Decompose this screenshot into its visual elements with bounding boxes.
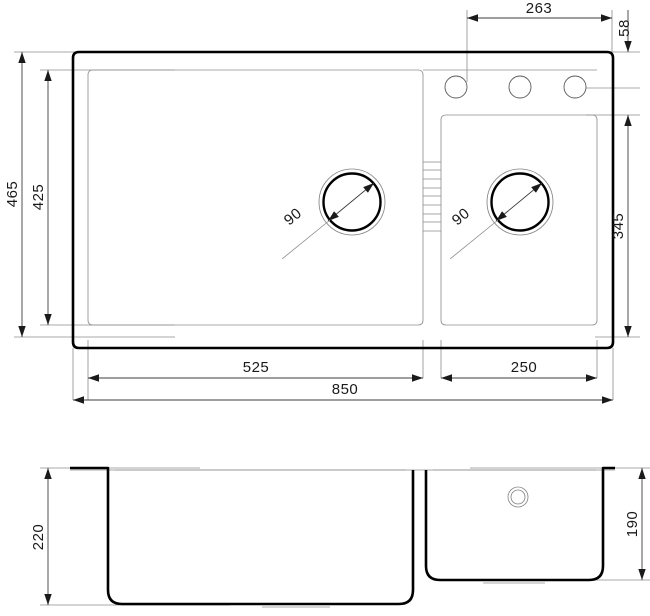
left-drain-dia-arrow (327, 182, 375, 222)
plan-extension-lines (14, 10, 640, 400)
dim-220-label: 220 (30, 524, 47, 551)
overflow-inner-ring (510, 489, 526, 505)
dim-465-label: 465 (4, 181, 21, 208)
left-drain-dia-label: 90 (281, 205, 305, 229)
left-basin-section-profile (70, 466, 415, 606)
section-overflow-hole (507, 486, 529, 508)
tap-hole-1 (444, 75, 468, 99)
dim-850-label: 850 (332, 381, 359, 398)
left-drain-outer-ring (318, 168, 386, 236)
tap-hole-2 (508, 75, 532, 99)
dim-425: 425 (30, 70, 52, 325)
left-drain-leader (281, 219, 331, 260)
tap-holes-group (444, 75, 587, 99)
right-drain-leader (449, 219, 499, 260)
dim-345-label: 345 (610, 213, 627, 240)
dim-263-label: 263 (526, 0, 553, 17)
dim-850: 850 (73, 381, 613, 404)
plan-view: 90 90 263 58 465 425 (4, 0, 640, 404)
left-bowl-outline (87, 69, 424, 326)
dim-525-label: 525 (243, 359, 270, 376)
dim-525: 525 (88, 359, 423, 382)
drain-grooves-group (423, 161, 441, 232)
dim-345: 345 (610, 115, 632, 337)
dim-190-label: 190 (624, 511, 641, 538)
right-basin-section-profile (424, 466, 615, 582)
dim-58-label: 58 (616, 19, 633, 37)
sink-outer-body (71, 50, 615, 350)
right-drain-dia-label: 90 (449, 205, 473, 229)
dim-263: 263 (467, 0, 612, 22)
dim-58: 58 (616, 10, 633, 52)
right-drain-group: 90 (449, 168, 554, 260)
right-bowl-outline (440, 114, 598, 326)
dim-220: 220 (30, 468, 52, 605)
right-drain-inner-ring (490, 172, 550, 232)
section-extension-lines (40, 467, 650, 606)
overflow-outer-ring (507, 486, 529, 508)
right-drain-dia-arrow (495, 182, 543, 222)
dim-465: 465 (4, 52, 26, 337)
dim-250: 250 (441, 359, 597, 382)
section-thin-details (115, 469, 596, 608)
left-drain-group: 90 (281, 168, 386, 260)
right-drain-outer-ring (486, 168, 554, 236)
section-view: 220 190 (30, 466, 650, 608)
left-drain-inner-ring (322, 172, 382, 232)
tap-hole-3 (563, 75, 587, 99)
dim-250-label: 250 (511, 359, 538, 376)
dim-425-label: 425 (30, 184, 47, 211)
dim-190: 190 (624, 468, 646, 580)
